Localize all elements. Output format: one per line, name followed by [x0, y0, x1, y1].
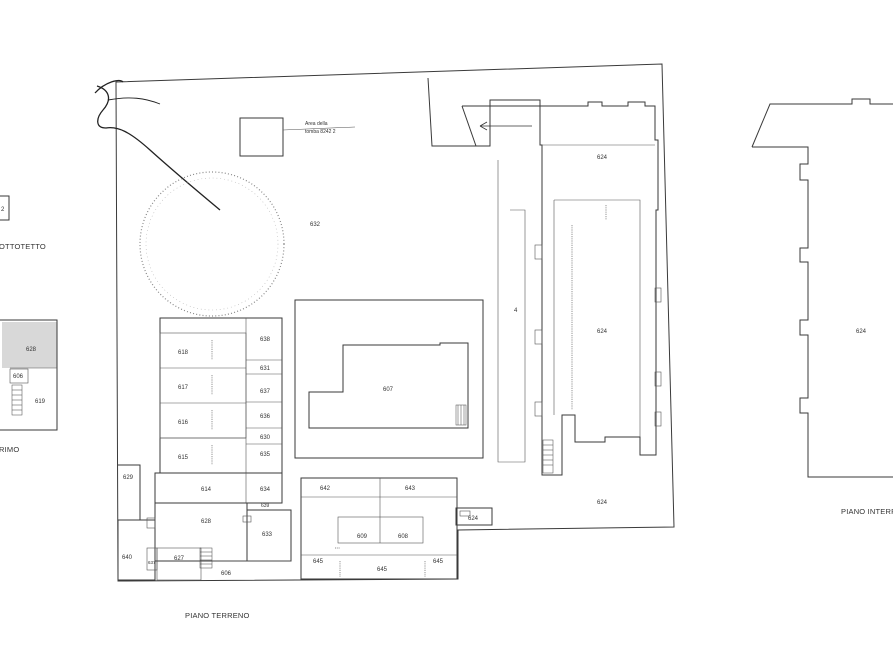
stair-624: [542, 439, 554, 474]
room-label-645a: 645: [313, 559, 324, 565]
room-label-624a: 624: [597, 155, 608, 161]
floor-title-terreno: PIANO TERRENO: [185, 611, 250, 620]
stair-627: [199, 547, 213, 569]
site-plan: Area della tomba 8242 2 632 4 624: [94, 63, 675, 620]
room-label-618: 618: [178, 350, 189, 356]
room-label-614: 614: [201, 487, 212, 493]
building-624: [539, 101, 659, 476]
room-label-633: 633: [262, 532, 273, 538]
floor-title-primo: RIMO: [0, 445, 19, 454]
floor-title-sottotetto: OTTOTETTO: [0, 242, 46, 251]
room-label-619a: 619: [35, 399, 46, 405]
room-606a: [9, 368, 29, 384]
room-label-643: 643: [405, 486, 416, 492]
room-label-608: 608: [398, 534, 409, 540]
room-label-637b: 637: [148, 560, 156, 565]
interrato-outline: [751, 98, 893, 478]
sottotetto-plan: 2 OTTOTETTO: [0, 195, 46, 251]
corridor: [497, 160, 526, 463]
room-label-642: 642: [320, 486, 331, 492]
room-label-624d: 624: [468, 516, 479, 522]
room-label-616: 616: [178, 420, 189, 426]
room-label-2: 2: [1, 207, 5, 213]
room-label-645b: 645: [377, 567, 388, 573]
building-607: [308, 342, 469, 429]
room-label-617: 617: [178, 385, 189, 391]
shaded-room: [2, 322, 57, 368]
primo-outline: [0, 319, 58, 431]
room-label-636: 636: [260, 414, 271, 420]
room-label-606a: 606: [13, 374, 24, 380]
stair-primo: [11, 384, 23, 416]
annotation-line2: tomba 8242 2: [305, 129, 336, 135]
room-label-628: 628: [201, 519, 212, 525]
sottotetto-room: [0, 195, 10, 221]
svg-text:4: 4: [514, 308, 518, 314]
site-boundary: [115, 63, 675, 582]
room-label-632: 632: [310, 222, 321, 228]
annotation-line1: Area della: [305, 121, 328, 127]
room-label-640: 640: [122, 555, 133, 561]
room-label-615: 615: [178, 455, 189, 461]
room-label-624e: 624: [856, 329, 867, 335]
ramp-wall: [427, 77, 541, 147]
room-label-635: 635: [260, 452, 271, 458]
small-square-structure: [239, 117, 284, 157]
floor-title-interrato: PIANO INTERRA: [841, 507, 893, 516]
scribble-mark: [94, 79, 221, 211]
room-label-634: 634: [260, 487, 271, 493]
primo-plan: 628 606 619 RIMO: [0, 319, 58, 454]
room-label-624c: 624: [597, 500, 608, 506]
room-label-631: 631: [260, 366, 271, 372]
room-label-637: 637: [260, 389, 271, 395]
interrato-plan: 624 PIANO INTERRA: [751, 98, 893, 516]
room-label-624b: 624: [597, 329, 608, 335]
room-label-628a: 628: [26, 347, 37, 353]
room-label-645c: 645: [433, 559, 444, 565]
room-624d: [455, 507, 493, 526]
room-627: [156, 547, 202, 581]
room-629: [118, 464, 141, 521]
room-label-607: 607: [383, 387, 394, 393]
courtyard-607: [294, 299, 484, 459]
dotted-circle-area: [139, 171, 285, 317]
room-label-638: 638: [260, 337, 271, 343]
room-640: [117, 519, 156, 581]
room-label-630: 630: [260, 435, 271, 441]
room-label-606: 606: [221, 571, 232, 577]
room-label-609: 609: [357, 534, 368, 540]
room-label-629: 629: [123, 475, 134, 481]
room-label-627: 627: [174, 556, 185, 562]
room-label-639: 639: [261, 503, 270, 509]
block-642-643: [300, 477, 458, 580]
